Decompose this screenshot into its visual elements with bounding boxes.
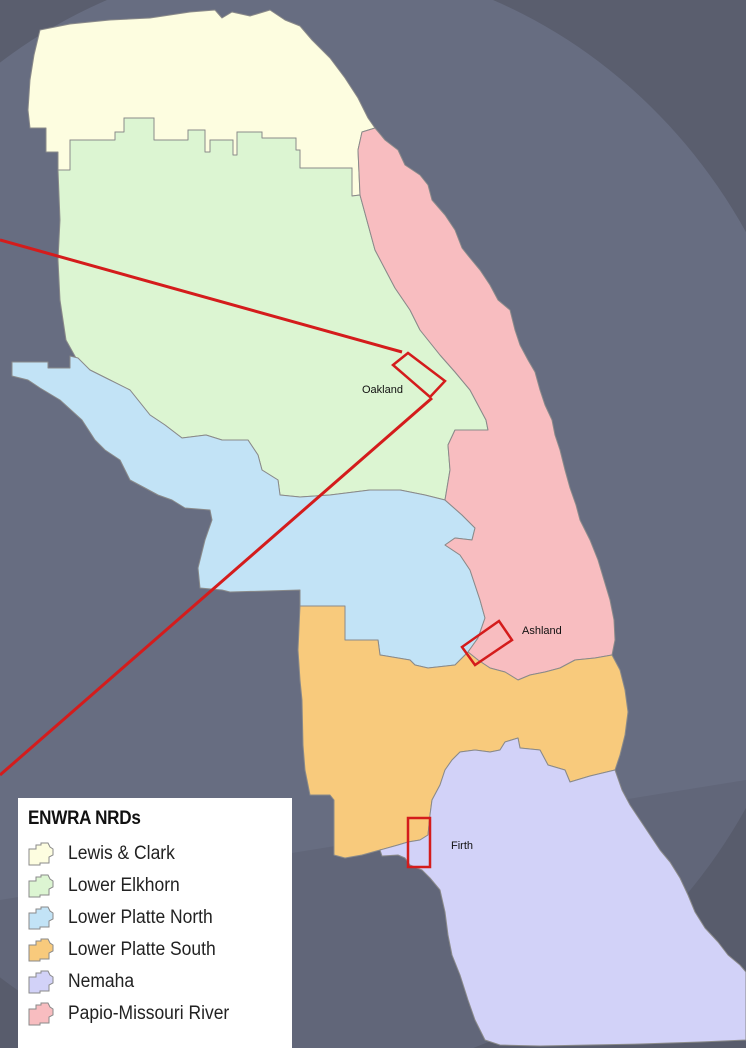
- legend-label-papio-missouri: Papio-Missouri River: [68, 1003, 230, 1024]
- lower-platte-south-swatch-icon: [28, 938, 54, 962]
- legend-label-lower-elkhorn: Lower Elkhorn: [68, 875, 180, 896]
- legend-label-lower-platte-south: Lower Platte South: [68, 939, 216, 960]
- legend-item-nemaha: Nemaha: [26, 966, 284, 998]
- lewis-clark-swatch-icon: [28, 842, 54, 866]
- firth-label: Firth: [451, 840, 473, 852]
- nemaha-swatch-icon: [28, 970, 54, 994]
- firth-site-box: [406, 816, 432, 869]
- legend-title: ENWRA NRDs: [28, 808, 141, 829]
- ashland-site-box: [460, 619, 514, 667]
- legend-item-lower-platte-north: Lower Platte North: [26, 902, 284, 934]
- lower-platte-north-swatch-icon: [28, 906, 54, 930]
- ashland-label: Ashland: [522, 625, 562, 637]
- leader-line-upper: [0, 238, 403, 354]
- legend-item-lower-elkhorn: Lower Elkhorn: [26, 870, 284, 902]
- legend-label-lewis-clark: Lewis & Clark: [68, 843, 175, 864]
- leader-line-lower: [0, 396, 433, 777]
- legend-label-nemaha: Nemaha: [68, 971, 135, 992]
- legend: ENWRA NRDs Lewis & Clark Lower Elkhorn L…: [18, 798, 292, 1048]
- legend-items: Lewis & Clark Lower Elkhorn Lower Platte…: [26, 838, 284, 1030]
- papio-missouri-swatch-icon: [28, 1002, 54, 1026]
- legend-item-lower-platte-south: Lower Platte South: [26, 934, 284, 966]
- oakland-site-box: [391, 351, 447, 399]
- oakland-label: Oakland: [362, 384, 403, 396]
- legend-label-lower-platte-north: Lower Platte North: [68, 907, 213, 928]
- legend-item-lewis-clark: Lewis & Clark: [26, 838, 284, 870]
- legend-item-papio-missouri: Papio-Missouri River: [26, 998, 284, 1030]
- lower-elkhorn-swatch-icon: [28, 874, 54, 898]
